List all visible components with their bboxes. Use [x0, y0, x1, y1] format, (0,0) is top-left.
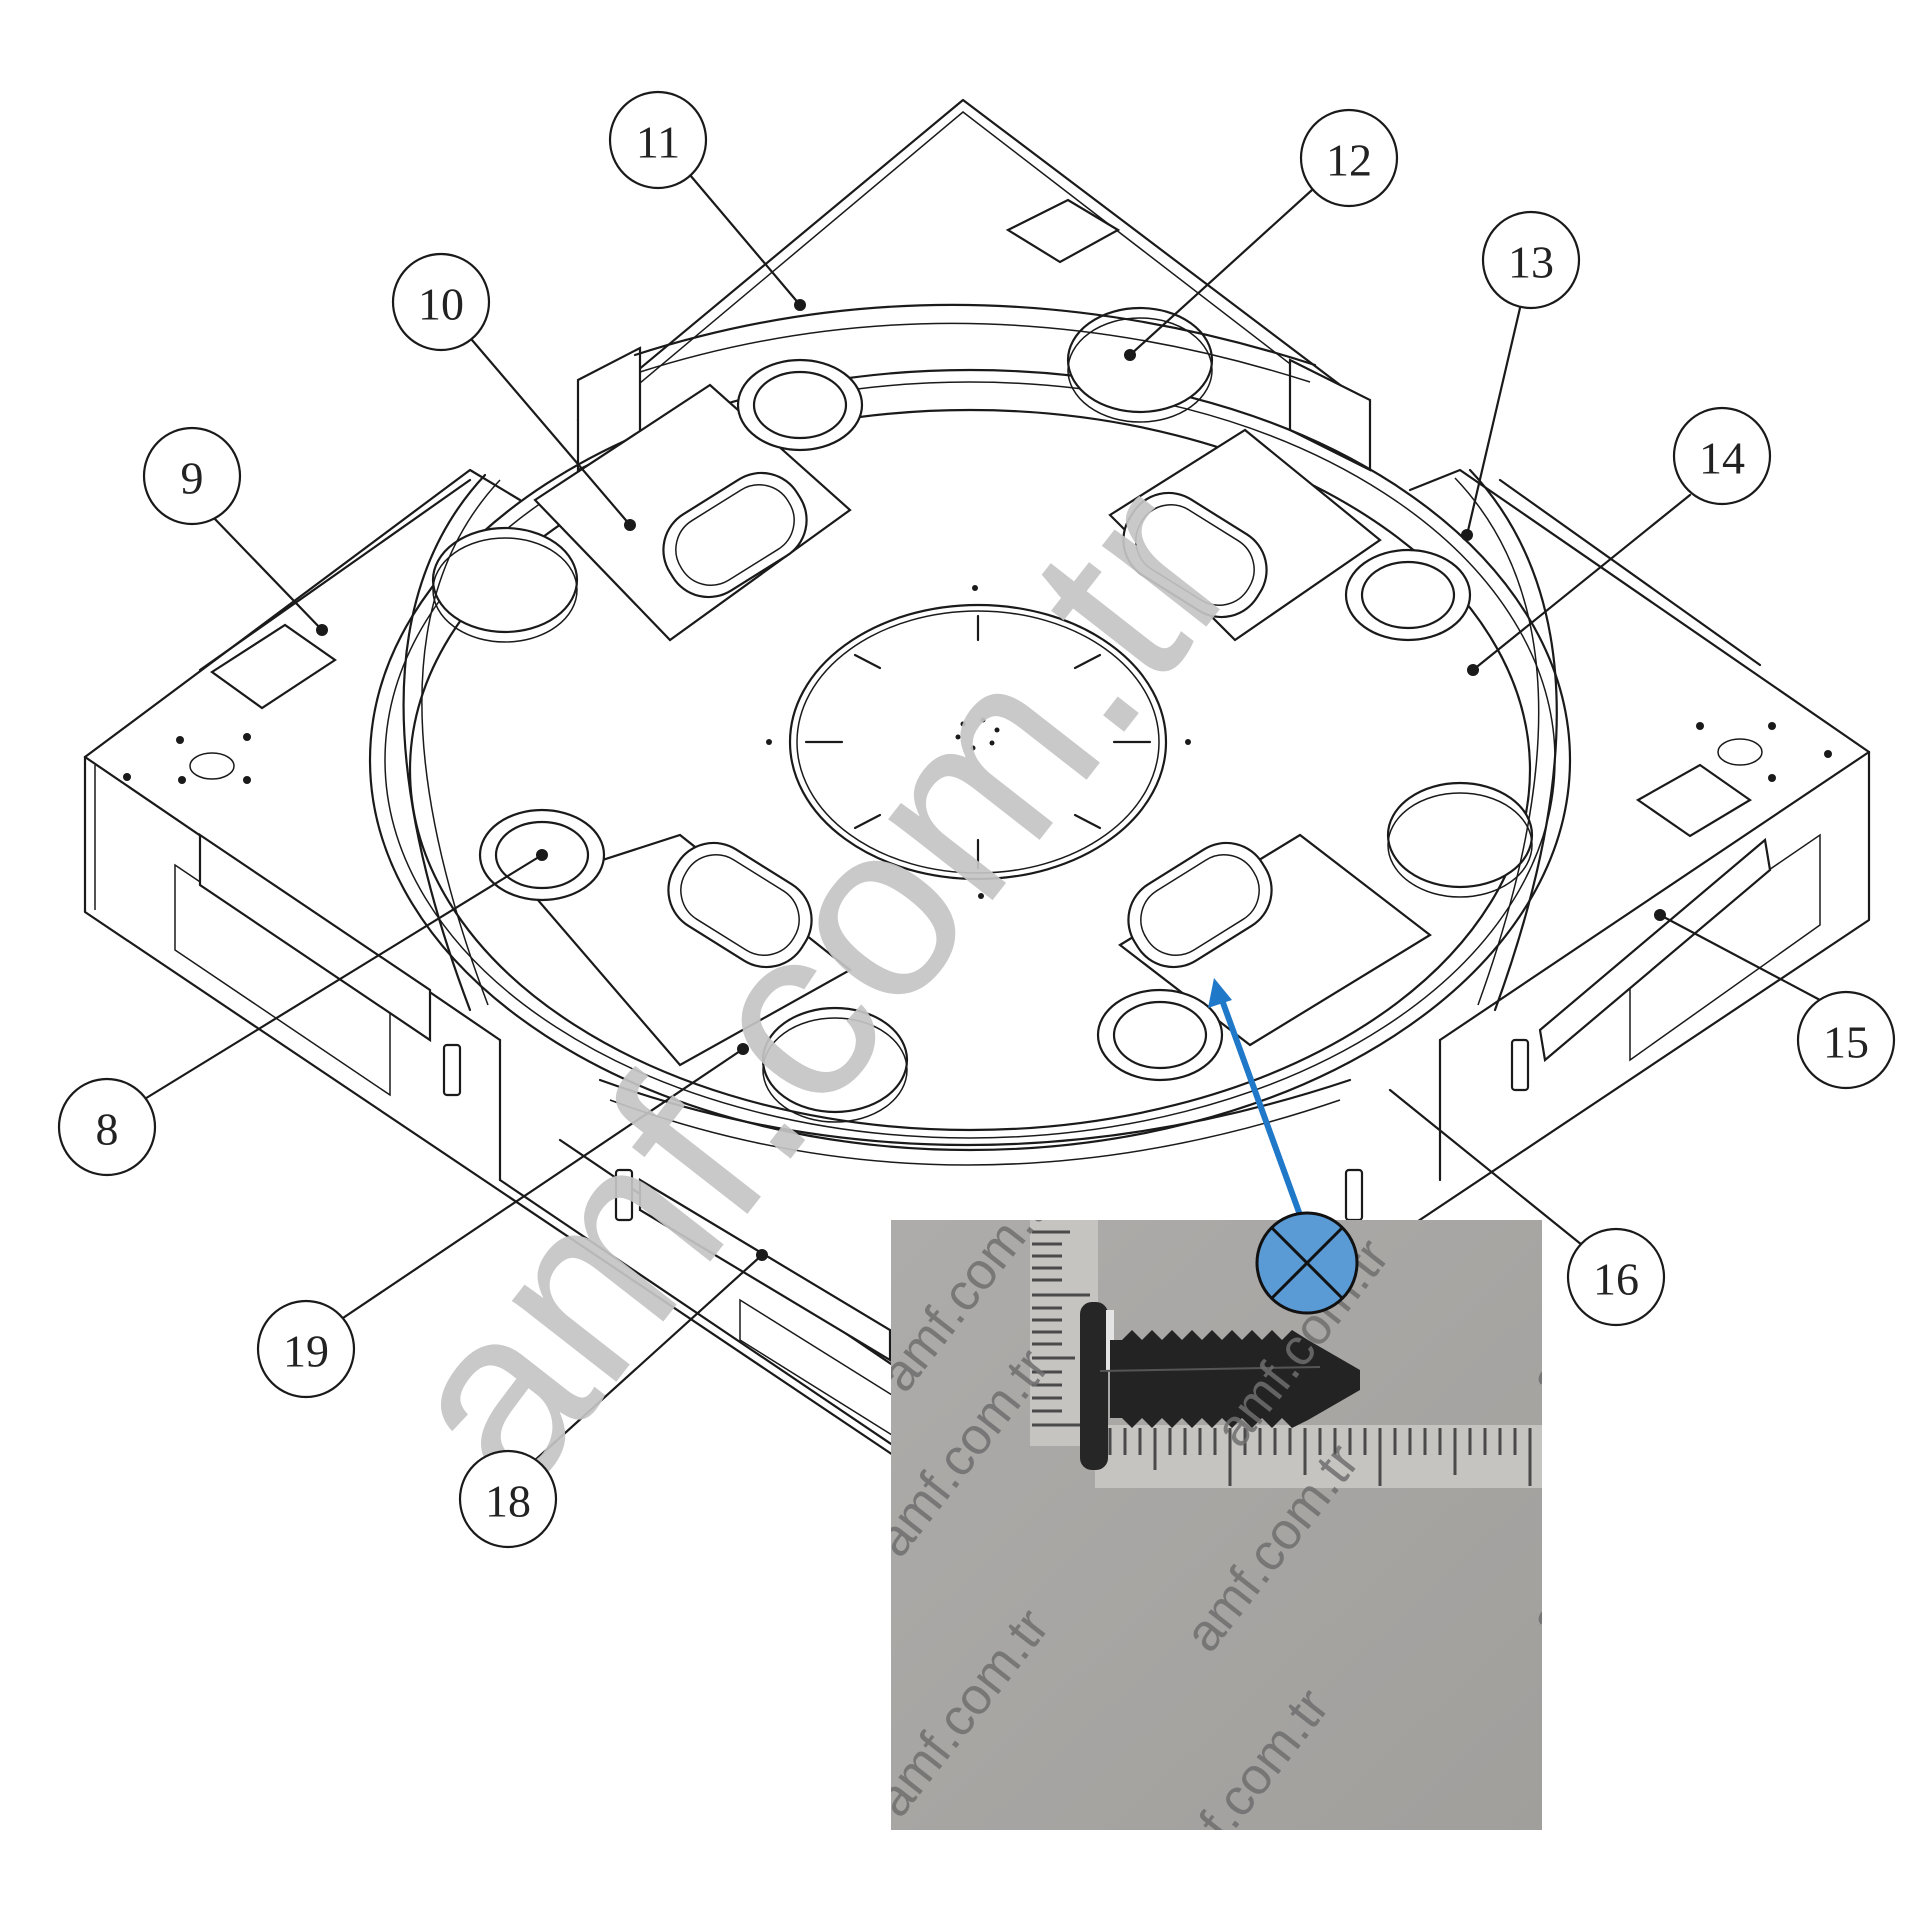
central-rotor — [766, 585, 1191, 899]
callout-8: 8 — [57, 1077, 157, 1177]
left-corner-block — [210, 623, 337, 710]
left-angle-strip — [198, 832, 432, 1043]
callout-15: 15 — [1796, 990, 1896, 1090]
callouts: 8 9 10 11 12 13 14 15 16 18 19 — [57, 90, 1896, 1549]
callout-11: 11 — [608, 90, 708, 190]
callout-19: 19 — [256, 1299, 356, 1399]
crossed-circle-icon — [1255, 1211, 1359, 1315]
callout-16: 16 — [1566, 1227, 1666, 1327]
callout-label: 9 — [181, 453, 204, 504]
callout-18: 18 — [458, 1449, 558, 1549]
callout-14: 14 — [1672, 406, 1772, 506]
right-corner-block — [1635, 763, 1753, 838]
callout-10: 10 — [391, 252, 491, 352]
callout-label: 19 — [283, 1326, 329, 1377]
mounting-plate-sw — [523, 833, 852, 1067]
callout-label: 14 — [1699, 433, 1745, 484]
callout-13: 13 — [1481, 210, 1581, 310]
mounting-plate-nw — [533, 383, 852, 642]
svg-text:amf.com.tr: amf.com.tr — [1519, 1418, 1716, 1647]
arrow-head-icon — [1208, 978, 1232, 1008]
part-location-pointer — [1208, 978, 1359, 1315]
callout-label: 16 — [1593, 1254, 1639, 1305]
arc-rails — [402, 303, 1558, 1166]
inset-photo: amf.com.tr amf.com.tr amf.com.tr amf.com… — [891, 1220, 1716, 1830]
latch-front — [614, 1168, 634, 1222]
inset-background — [891, 1220, 1542, 1830]
callout-12: 12 — [1299, 108, 1399, 208]
latch-left — [442, 1043, 462, 1097]
callout-label: 18 — [485, 1476, 531, 1527]
callout-label: 12 — [1326, 135, 1372, 186]
top-corner-block — [1005, 198, 1121, 264]
callout-label: 10 — [418, 279, 464, 330]
callout-9: 9 — [142, 426, 242, 526]
callout-label: 13 — [1508, 237, 1554, 288]
right-angle-strip — [1538, 837, 1772, 1063]
frame-box — [83, 98, 1871, 1502]
callout-label: 11 — [636, 117, 680, 168]
latch-right — [1510, 1038, 1530, 1092]
callout-label: 15 — [1823, 1017, 1869, 1068]
latch-front-right — [1344, 1168, 1364, 1222]
mounting-plate-ne — [1108, 428, 1382, 642]
push-rivet-photo — [1080, 1302, 1360, 1470]
front-angle-strip — [638, 1178, 892, 1362]
pointer-arrow — [1219, 998, 1303, 1217]
leader-lines — [128, 173, 1822, 1464]
callout-label: 8 — [96, 1104, 119, 1155]
top-rail — [576, 98, 1362, 422]
